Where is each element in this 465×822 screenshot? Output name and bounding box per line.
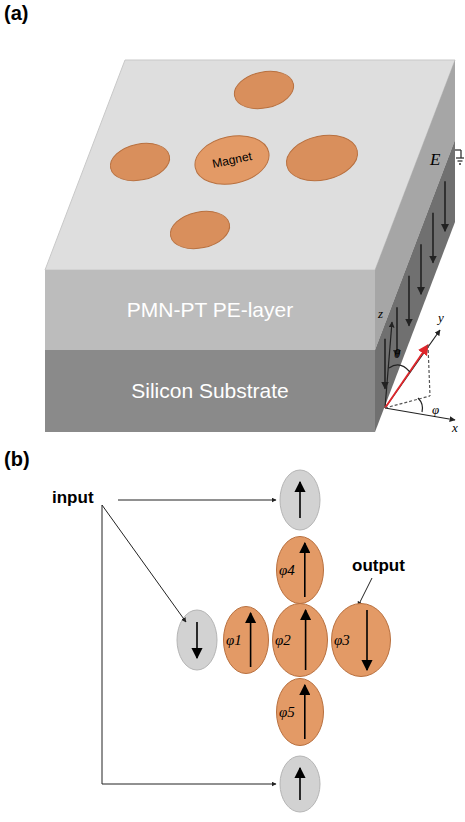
angle-label: φ3	[334, 632, 350, 649]
output-label: output	[352, 556, 405, 576]
angle-label: θ	[394, 346, 400, 362]
layer-label: Silicon Substrate	[131, 379, 289, 403]
magnet-ellipse: φ3	[331, 603, 391, 677]
magnet-ellipse: φ1	[223, 606, 269, 674]
panel-label: (a)	[4, 2, 28, 25]
layer-label: PMN-PT PE-layer	[127, 298, 293, 322]
si-side-face	[375, 140, 455, 432]
axis-label: z	[378, 306, 383, 322]
axis-label: y	[438, 310, 444, 326]
magnet-ellipse: φ4	[276, 536, 324, 604]
angle-label: φ4	[279, 562, 295, 579]
angle-label: φ	[432, 402, 439, 418]
axis-label: x	[452, 420, 458, 436]
magnet-ellipse: φ2	[272, 603, 328, 677]
panel-label: (b)	[4, 448, 30, 471]
substrate-band: Silicon Substrate	[45, 350, 375, 432]
angle-label: φ2	[275, 632, 291, 649]
axes	[385, 322, 455, 420]
magnets	[107, 66, 362, 254]
input-label: input	[52, 488, 94, 508]
field-label: E	[430, 150, 440, 170]
ground-symbol	[455, 150, 464, 164]
magnet-ellipse: φ5	[276, 678, 324, 746]
pe-layer-band: PMN-PT PE-layer	[45, 270, 375, 350]
angle-label: φ1	[226, 632, 242, 649]
field-arrows	[385, 181, 445, 389]
angle-label: φ5	[279, 704, 295, 721]
